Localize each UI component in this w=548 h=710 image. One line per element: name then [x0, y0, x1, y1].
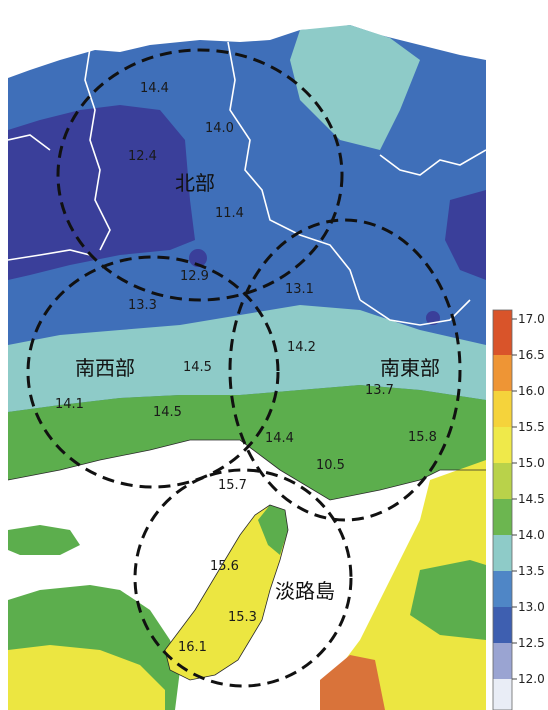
label-north: 北部 — [175, 171, 215, 195]
zone-green-southeast — [410, 560, 486, 640]
legend-tick: 12.5 — [518, 636, 545, 650]
value-label: 14.2 — [287, 340, 316, 355]
value-label: 10.5 — [316, 458, 345, 473]
value-label: 14.5 — [183, 360, 212, 375]
legend-tick: 12.0 — [518, 672, 545, 686]
legend-swatch — [493, 427, 512, 463]
zone-deep-blue-east — [445, 190, 486, 280]
legend: 17.0 16.5 16.0 15.5 15.0 14.5 14.0 13.5 … — [492, 309, 545, 710]
legend-swatch — [493, 571, 512, 607]
value-label: 13.3 — [128, 298, 157, 313]
legend-tick: 17.0 — [518, 312, 545, 326]
value-label: 14.5 — [153, 405, 182, 420]
value-label: 13.1 — [285, 282, 314, 297]
legend-swatch — [493, 463, 512, 499]
value-label: 15.7 — [218, 478, 247, 493]
land-awaji — [165, 505, 288, 680]
value-label: 14.4 — [265, 431, 294, 446]
legend-tick: 15.5 — [518, 420, 545, 434]
legend-tick: 13.5 — [518, 564, 545, 578]
legend-swatch — [493, 535, 512, 571]
land-small-island — [8, 525, 80, 555]
value-label: 12.9 — [180, 269, 209, 284]
circle-awaji — [133, 468, 353, 688]
legend-swatch — [493, 355, 512, 391]
value-label: 13.7 — [365, 383, 394, 398]
value-label: 15.6 — [210, 559, 239, 574]
zone-light-blue-north — [290, 25, 420, 150]
value-label: 11.4 — [215, 206, 244, 221]
label-southwest: 南西部 — [75, 356, 135, 380]
label-southeast: 南東部 — [380, 356, 440, 380]
legend-swatch — [493, 310, 512, 355]
boundary-lines — [8, 41, 486, 326]
zone-deep-blue-west — [8, 105, 195, 280]
value-label: 12.4 — [128, 149, 157, 164]
legend-frame — [492, 309, 513, 710]
label-awaji: 淡路島 — [275, 579, 335, 603]
land-southeast — [330, 460, 486, 710]
region-circles — [26, 48, 462, 688]
value-label: 15.8 — [408, 430, 437, 445]
legend-tick: 16.0 — [518, 384, 545, 398]
zone-deep-blue-spot2 — [189, 249, 207, 267]
legend-tick: 14.0 — [518, 528, 545, 542]
zone-light-blue-middle — [8, 305, 486, 412]
legend-swatch — [493, 391, 512, 427]
zone-green-awaji — [258, 505, 288, 555]
legend-tick: 16.5 — [518, 348, 545, 362]
legend-swatch — [493, 643, 512, 679]
value-label: 14.4 — [140, 81, 169, 96]
legend-swatch — [493, 499, 512, 535]
circle-southwest — [26, 255, 280, 489]
legend-tick: 15.0 — [518, 456, 545, 470]
circle-southeast — [228, 218, 462, 522]
legend-tick: 14.5 — [518, 492, 545, 506]
legend-tick: 13.0 — [518, 600, 545, 614]
value-label: 14.1 — [55, 397, 84, 412]
zone-green-south — [8, 385, 486, 500]
value-label: 15.3 — [228, 610, 257, 625]
zone-orange-southeast — [320, 655, 385, 710]
value-label: 16.1 — [178, 640, 207, 655]
circle-north — [56, 48, 344, 302]
value-label: 14.0 — [205, 121, 234, 136]
legend-swatch — [493, 607, 512, 643]
zone-yellow-southwest — [8, 645, 165, 710]
legend-swatch — [493, 679, 512, 710]
